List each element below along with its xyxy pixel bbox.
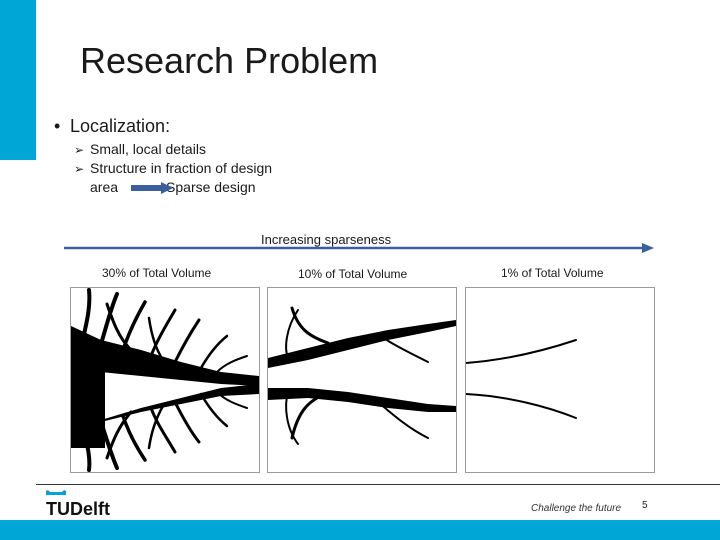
design-image-30: [70, 287, 260, 473]
right-arrow-icon: [131, 182, 173, 194]
caption-1: 1% of Total Volume: [501, 266, 604, 280]
slide-title: Research Problem: [80, 40, 379, 81]
footer-divider: [36, 484, 720, 485]
bullet-dot-icon: •: [54, 116, 61, 136]
bullet-text: Localization:: [70, 116, 171, 136]
design-image-10: [267, 287, 457, 473]
sparseness-label: Increasing sparseness: [261, 232, 392, 247]
arrow-bullet-icon: ➢: [74, 143, 85, 157]
sparseness-arrow-icon: [64, 243, 654, 253]
tudelft-logo: TUDelft: [46, 490, 110, 518]
logo-text: TUDelft: [46, 499, 110, 518]
sub-bullet-1: ➢Small, local details: [74, 141, 206, 157]
page-number: 5: [642, 500, 648, 511]
design-image-1: [465, 287, 655, 473]
footer-tagline: Challenge the future: [531, 503, 622, 514]
caption-10: 10% of Total Volume: [298, 267, 408, 281]
arrow-bullet-icon: ➢: [74, 162, 85, 176]
caption-30: 30% of Total Volume: [102, 266, 212, 280]
footer-accent-bar: [0, 520, 720, 540]
bullet-localization: • Localization:: [54, 116, 170, 137]
sub-bullet-2: ➢Structure in fraction of design: [74, 160, 273, 176]
accent-bar: [0, 0, 36, 160]
